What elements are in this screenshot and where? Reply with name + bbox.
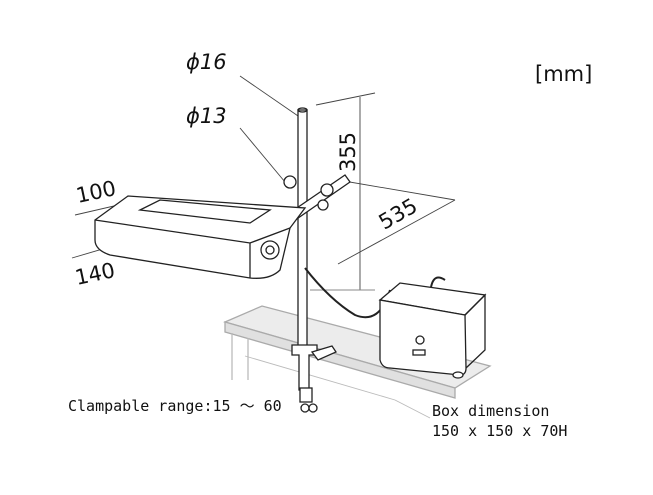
arm-diameter-label: ϕ13	[186, 104, 227, 128]
clamp-range-note: Clampable range:15 ～ 60	[68, 397, 282, 415]
pole	[297, 107, 308, 351]
cable	[304, 267, 391, 319]
lamp-head	[94, 195, 307, 279]
pole-diameter-label: ϕ16	[186, 50, 227, 74]
box-dimension-size: 150 x 150 x 70H	[432, 422, 568, 440]
pole-height-label: 355	[336, 131, 361, 173]
unit-label: [mm]	[535, 62, 593, 86]
box-dimension-title: Box dimension	[432, 402, 550, 420]
clamp	[291, 344, 337, 413]
control-box	[378, 282, 487, 379]
